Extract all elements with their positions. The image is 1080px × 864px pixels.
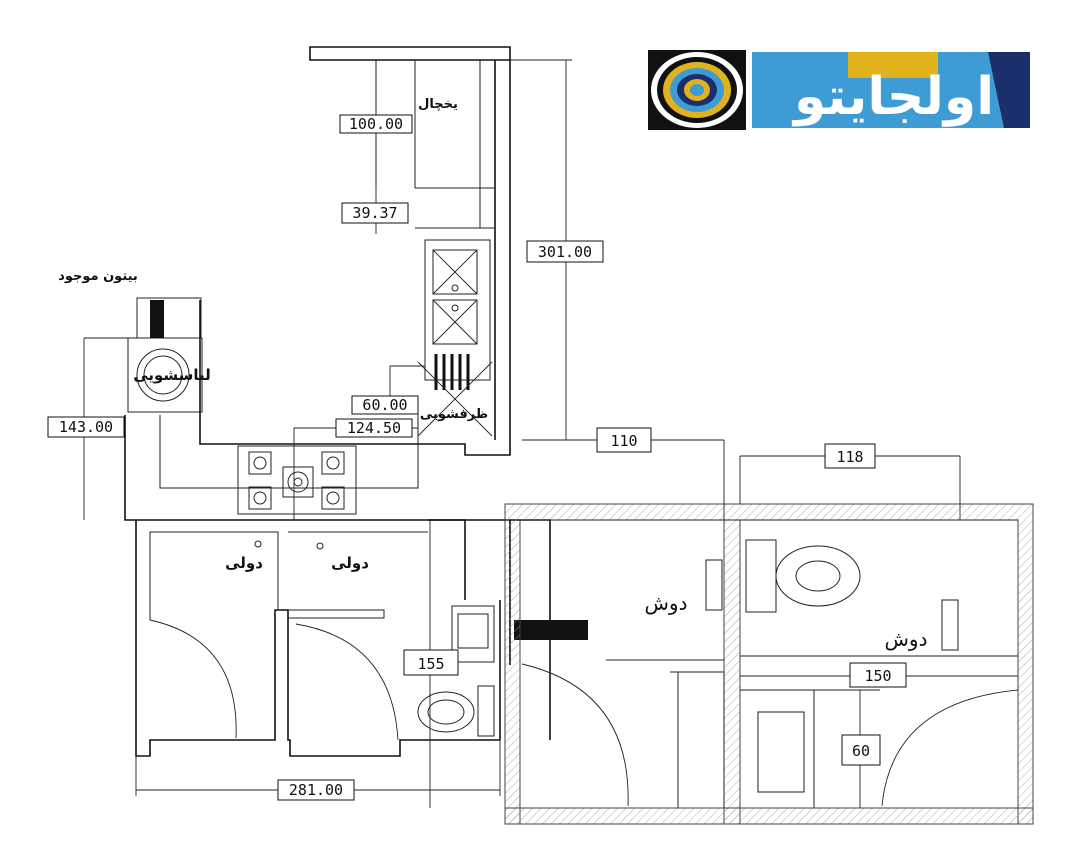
toilet-2-icon <box>745 539 861 613</box>
svg-text:100.00: 100.00 <box>349 115 403 133</box>
label-shower-1: دوش <box>645 591 688 615</box>
radiator-icon <box>514 620 588 640</box>
shower-2-icon <box>941 599 959 651</box>
dim-bath-width-3: 150 <box>849 662 907 688</box>
svg-text:281.00: 281.00 <box>289 781 343 799</box>
toilet-icon <box>417 685 495 737</box>
svg-text:60: 60 <box>852 742 870 760</box>
label-closet-left: دولی <box>225 554 263 572</box>
dim-dishwasher-width: 60.00 <box>351 395 419 415</box>
dishwasher-icon <box>417 361 493 437</box>
label-washing-machine: لباسشویی <box>133 366 211 384</box>
sink-icon <box>432 249 478 390</box>
svg-text:118: 118 <box>836 448 863 466</box>
dim-counter-gap: 39.37 <box>341 202 409 224</box>
svg-text:150: 150 <box>864 667 891 685</box>
dim-fridge-width: 100.00 <box>339 114 413 134</box>
label-dishwasher: ظرفشویی <box>420 407 488 422</box>
shower-1-icon <box>705 559 723 611</box>
washing-machine-icon <box>127 297 203 413</box>
dim-bath-width-1: 110 <box>596 427 652 453</box>
logo-word: اولجایتو <box>791 67 994 127</box>
dim-washer-depth: 143.00 <box>47 416 125 438</box>
label-shower-2: دوش <box>885 627 928 651</box>
dim-stove-span: 124.50 <box>335 418 413 438</box>
stove-icon <box>237 445 357 515</box>
dim-shower-depth: 60 <box>841 734 881 766</box>
closets-area <box>135 519 588 757</box>
bathrooms <box>504 503 1034 825</box>
svg-text:143.00: 143.00 <box>59 418 113 436</box>
small-sink-icon <box>451 605 495 663</box>
label-existing-concrete: بیتون موجود <box>58 269 138 284</box>
dim-bath-width-2: 118 <box>824 443 876 469</box>
svg-text:110: 110 <box>610 432 637 450</box>
label-fridge: یخچال <box>418 97 458 112</box>
svg-text:155: 155 <box>417 655 444 673</box>
svg-text:39.37: 39.37 <box>352 204 397 222</box>
kitchen <box>124 46 511 600</box>
label-closet-right: دولی <box>331 554 369 572</box>
svg-text:124.50: 124.50 <box>347 419 401 437</box>
svg-text:60.00: 60.00 <box>362 396 407 414</box>
dim-wc-depth: 155 <box>403 649 459 676</box>
spiral-icon <box>648 50 746 130</box>
dimension-lines <box>83 59 1018 808</box>
dim-total-width: 281.00 <box>277 779 355 801</box>
svg-text:301.00: 301.00 <box>538 243 592 261</box>
logo: اولجایتو <box>648 50 1030 130</box>
dim-wall-length: 301.00 <box>526 240 604 263</box>
